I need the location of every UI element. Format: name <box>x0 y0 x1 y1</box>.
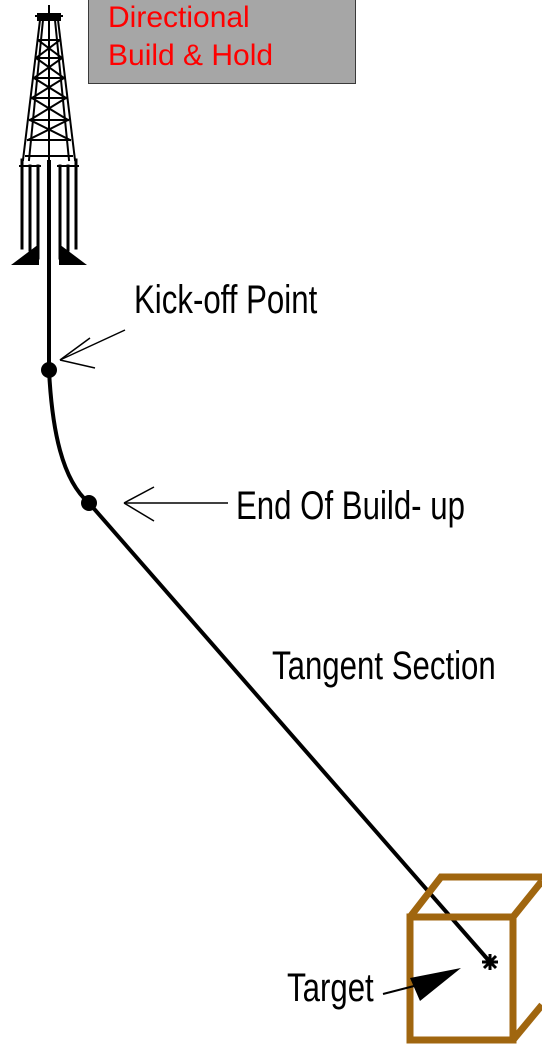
wellbore-path <box>47 160 492 964</box>
tangent-section-label: Tangent Section <box>272 644 496 688</box>
drilling-rig-icon <box>11 5 87 265</box>
end-of-buildup-arrow <box>123 486 228 522</box>
end-of-buildup-marker <box>81 495 97 511</box>
target-arrow <box>382 968 461 1001</box>
title-line-2: Build & Hold <box>108 39 274 72</box>
kickoff-point-label: Kick-off Point <box>134 278 318 322</box>
target-label: Target <box>287 966 374 1010</box>
tangent-section <box>87 501 492 964</box>
diagram-title-box: Directional Build & Hold <box>88 0 356 84</box>
kickoff-point-marker <box>41 362 57 378</box>
title-line-1: Directional <box>108 1 250 34</box>
build-section <box>47 369 91 505</box>
kickoff-arrow <box>59 329 126 369</box>
target-box-icon <box>406 873 542 1044</box>
end-of-buildup-label: End Of Build- up <box>236 484 465 528</box>
target-star-icon <box>482 954 498 970</box>
